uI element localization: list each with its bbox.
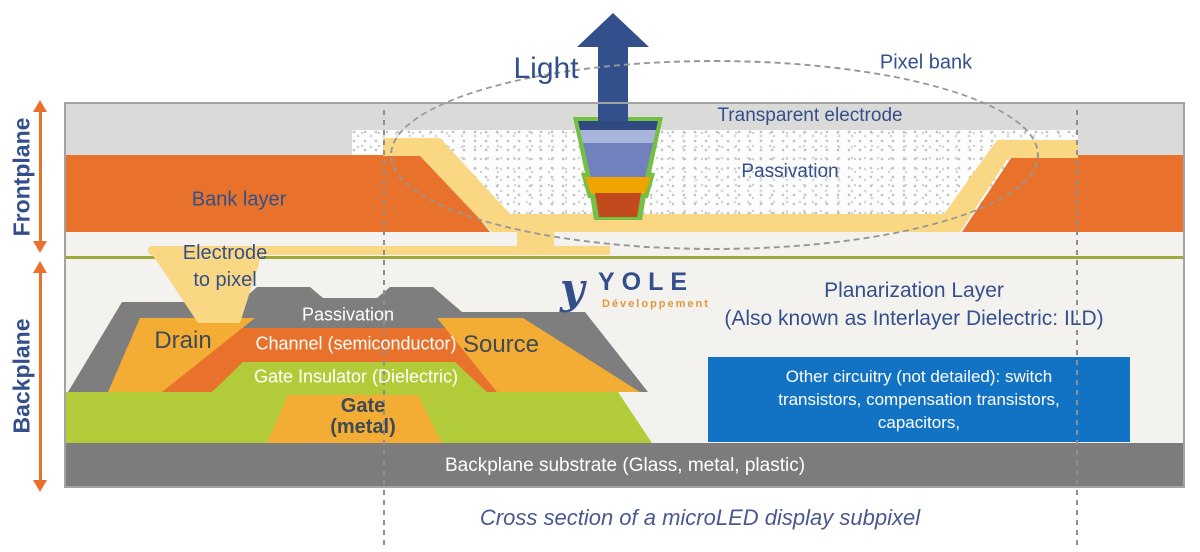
transparent-electrode-label: Transparent electrode	[717, 105, 903, 126]
channel-label: Channel (semiconductor)	[255, 333, 457, 354]
backplane-extent-arrow	[33, 261, 47, 492]
frontplane-backplane-divider-line	[65, 256, 1184, 259]
arrow-bar	[39, 109, 42, 244]
subpixel-boundary-line-left	[383, 110, 385, 548]
yole-logo-name: YOLE	[598, 268, 695, 296]
planarization-label: Planarization Layer (Also known as Inter…	[724, 277, 1103, 333]
arrow-up-icon	[33, 100, 47, 112]
backplane-substrate-shape	[65, 443, 1184, 487]
arrow-bar	[39, 270, 42, 483]
yole-logo-subtitle: Développement	[602, 298, 710, 310]
electrode-to-pixel-line2: to pixel	[193, 269, 257, 291]
backplane-section-label: Backplane	[8, 318, 35, 434]
gate-insulator-label: Gate Insulator (Dielectric)	[253, 366, 459, 387]
planarization-line2: (Also known as Interlayer Dielectric: IL…	[724, 307, 1104, 330]
planarization-line1: Planarization Layer	[824, 279, 1004, 302]
electrode-to-pixel-line-shape	[148, 246, 610, 255]
circuitry-text-line1: Other circuitry (not detailed): switch	[785, 367, 1053, 386]
frontplane-section-label: Frontplane	[8, 117, 35, 237]
arrow-down-icon	[33, 241, 47, 253]
diagram-caption: Cross section of a microLED display subp…	[479, 505, 921, 530]
gate-line2: (metal)	[330, 416, 396, 438]
arrow-up-icon	[33, 261, 47, 273]
frontplane-extent-arrow	[33, 100, 47, 253]
other-circuitry-box: Other circuitry (not detailed): switch t…	[708, 357, 1130, 442]
electrode-to-pixel-label: Electrode to pixel	[183, 240, 268, 294]
substrate-label: Backplane substrate (Glass, metal, plast…	[444, 455, 806, 476]
circuitry-text-line3: capacitors,	[877, 413, 961, 432]
pixel-bank-label: Pixel bank	[879, 51, 973, 74]
circuitry-text-line2: transistors, compensation transistors,	[778, 390, 1060, 409]
light-label: Light	[513, 52, 579, 85]
electrode-to-pixel-line1: Electrode	[182, 242, 268, 264]
passivation-label: Passivation	[741, 161, 839, 182]
source-label: Source	[462, 331, 540, 358]
tft-passivation-label: Passivation	[301, 304, 395, 325]
yole-logo-mark: y	[560, 264, 585, 313]
arrow-down-icon	[33, 480, 47, 492]
bank-layer-label: Bank layer	[191, 188, 287, 211]
drain-label: Drain	[154, 327, 212, 354]
gate-line1: Gate	[340, 395, 386, 417]
subpixel-boundary-line-right	[1076, 110, 1078, 548]
gate-label: Gate (metal)	[330, 396, 396, 438]
yole-logo: y YOLE Développement	[552, 262, 732, 320]
pixel-bank-ellipse	[390, 60, 1039, 250]
